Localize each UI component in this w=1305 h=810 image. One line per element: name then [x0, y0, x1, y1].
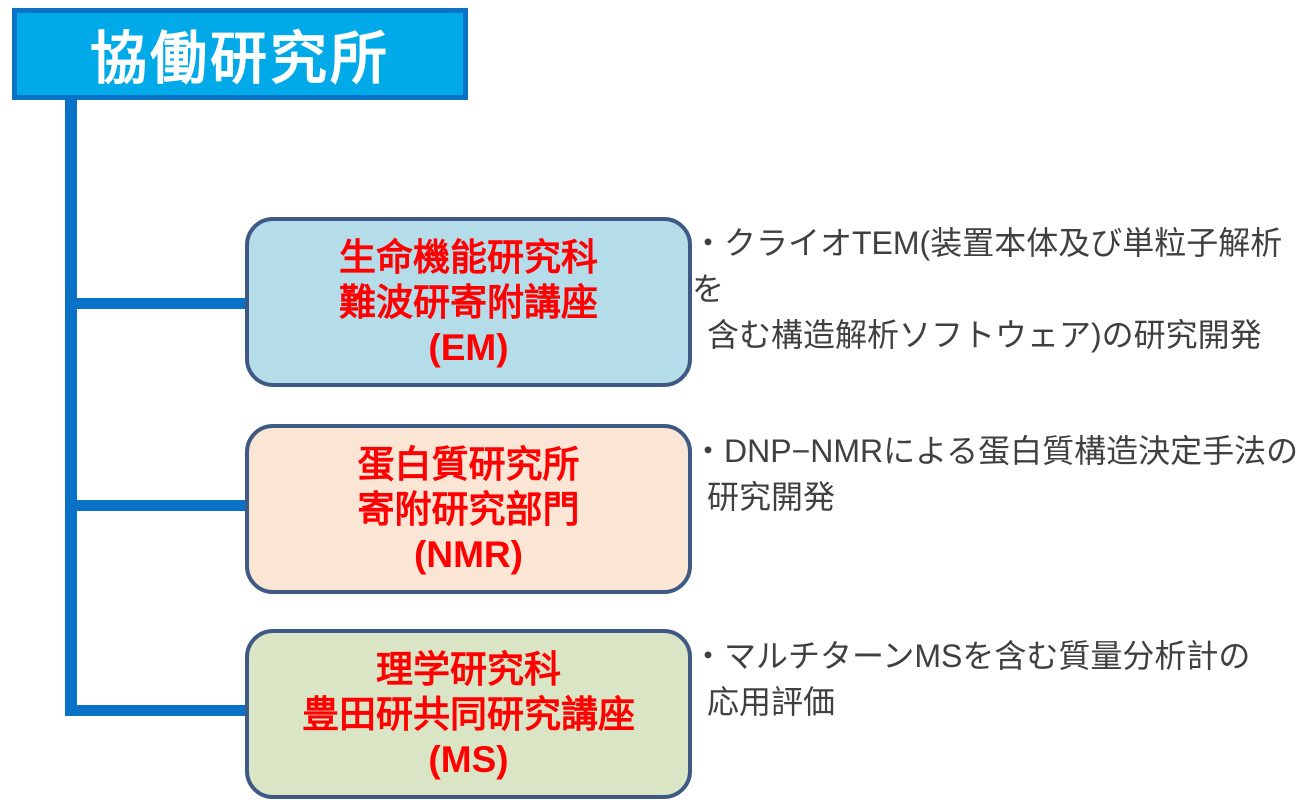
description-ms: ・マルチターンMSを含む質量分析計の 応用評価: [692, 633, 1304, 725]
description-em-line1: ・クライオTEM(装置本体及び単粒子解析を: [692, 225, 1283, 307]
root-node-label: 協働研究所: [90, 27, 390, 91]
connector-line-ms: [72, 705, 246, 716]
node-em-line1: 生命機能研究科: [339, 236, 598, 278]
node-ms-line1: 理学研究科: [376, 648, 561, 690]
connector-line-nmr: [72, 500, 246, 511]
description-ms-line1: ・マルチターンMSを含む質量分析計の: [692, 638, 1251, 674]
node-em-line3: (EM): [428, 326, 509, 368]
node-box-nmr: 蛋白質研究所 寄附研究部門 (NMR): [245, 424, 692, 594]
description-nmr: ・DNP−NMRによる蛋白質構造決定手法の 研究開発: [692, 428, 1304, 520]
description-em-line2: 含む構造解析ソフトウェア)の研究開発: [707, 317, 1262, 353]
node-ms-line2: 豊田研共同研究講座: [302, 693, 635, 735]
root-node-box: 協働研究所: [12, 8, 468, 100]
description-em: ・クライオTEM(装置本体及び単粒子解析を 含む構造解析ソフトウェア)の研究開発: [692, 220, 1304, 358]
connector-line-em: [72, 298, 246, 309]
node-nmr-line2: 寄附研究部門: [357, 488, 580, 530]
node-nmr-line3: (NMR): [414, 533, 523, 575]
node-nmr-line1: 蛋白質研究所: [357, 443, 580, 485]
node-em-line2: 難波研寄附講座: [339, 281, 598, 323]
tree-trunk-line: [65, 96, 77, 716]
description-nmr-line1: ・DNP−NMRによる蛋白質構造決定手法の: [692, 433, 1299, 469]
node-box-ms: 理学研究科 豊田研共同研究講座 (MS): [245, 629, 692, 799]
node-box-em: 生命機能研究科 難波研寄附講座 (EM): [245, 217, 692, 387]
description-ms-line2: 応用評価: [707, 684, 836, 720]
description-nmr-line2: 研究開発: [707, 479, 836, 515]
node-ms-line3: (MS): [428, 738, 509, 780]
